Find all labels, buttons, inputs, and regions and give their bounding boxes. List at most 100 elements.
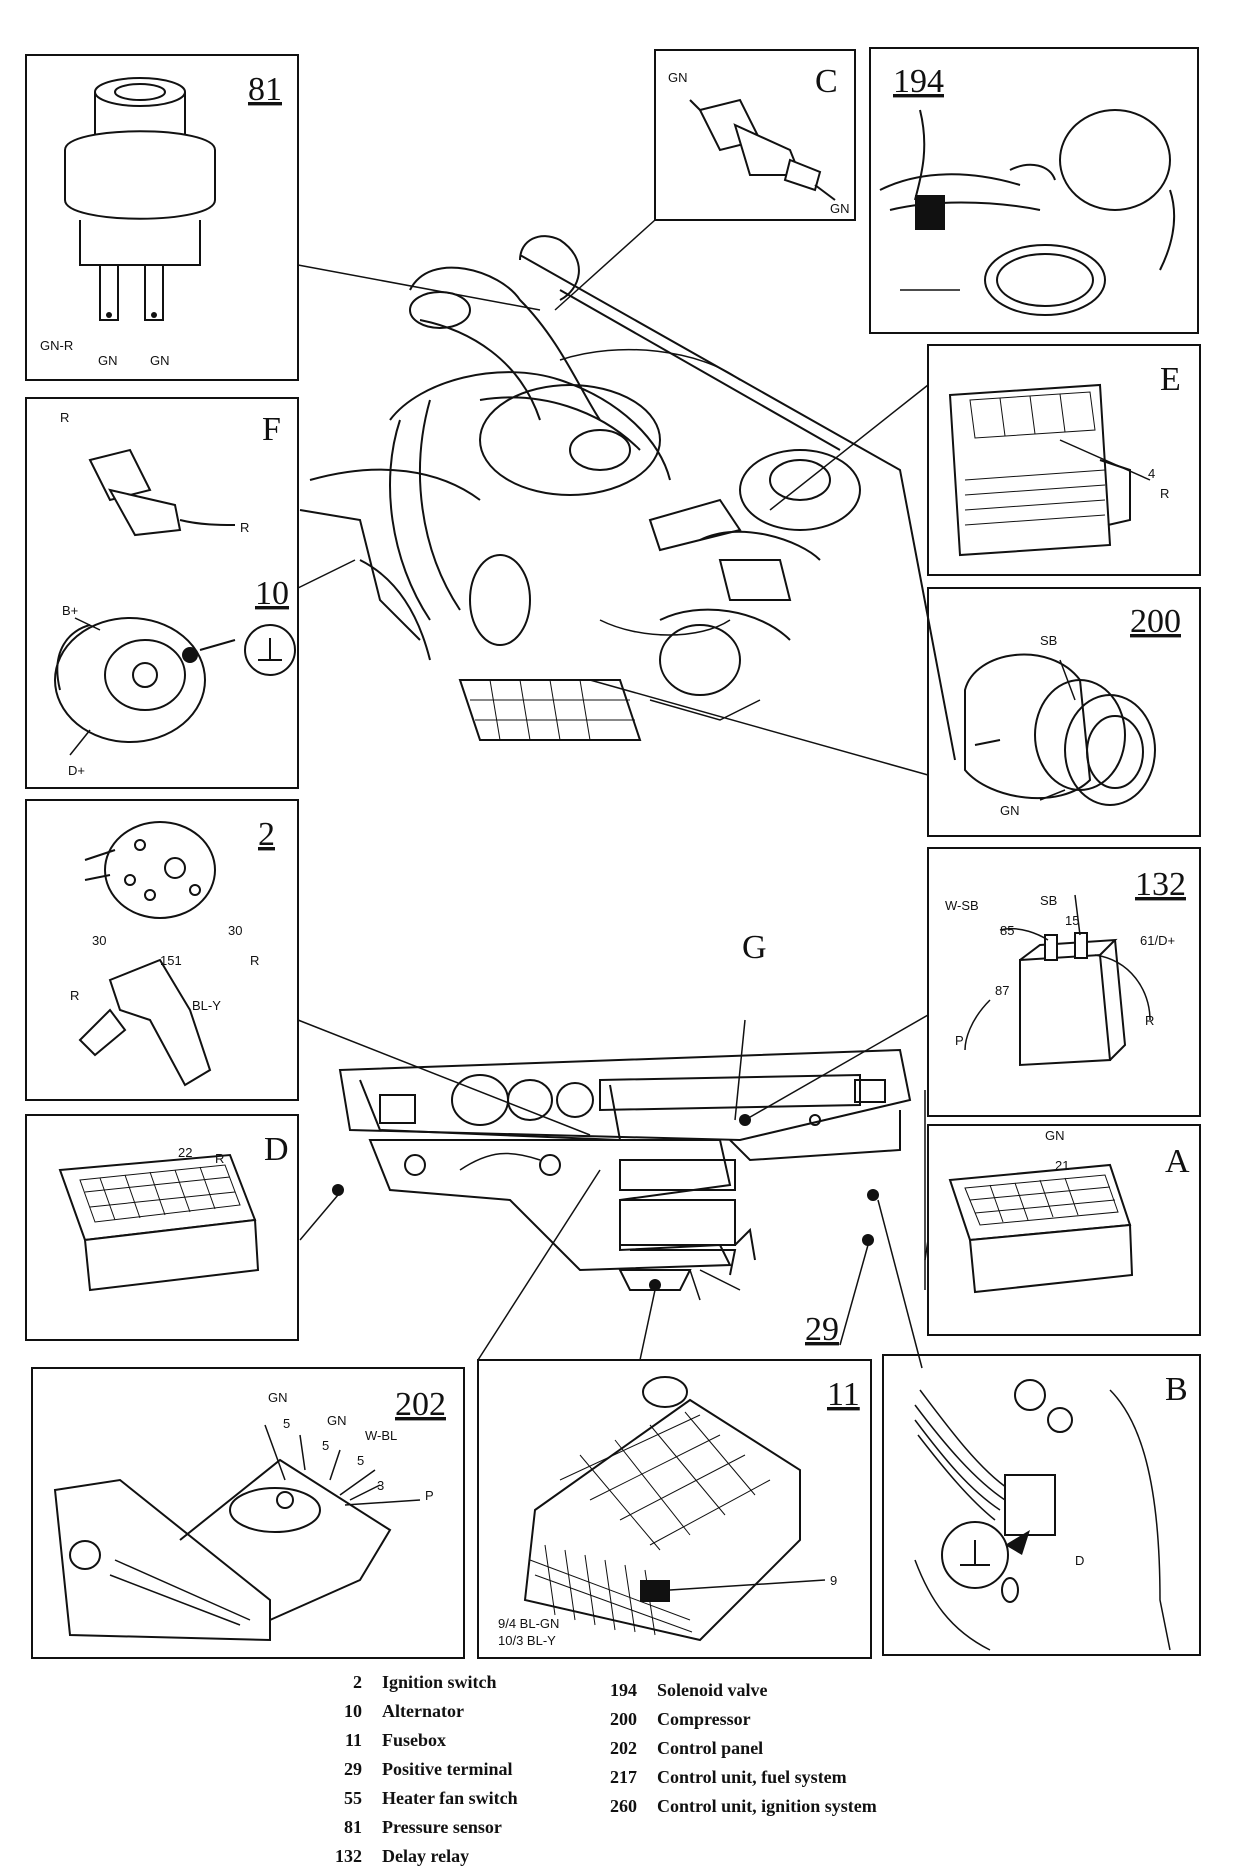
wire-label: P — [955, 1033, 964, 1048]
panel-132-id: 132 — [1135, 866, 1186, 903]
dashboard-illustration — [338, 1048, 912, 1301]
legend-label: Heater fan switch — [382, 1788, 518, 1808]
legend-number: 202 — [610, 1738, 637, 1758]
callout-29: 29 — [805, 1311, 839, 1348]
wire-label: 22 — [178, 1145, 192, 1160]
legend-number: 29 — [344, 1759, 362, 1779]
panel-2: 2 30 30 151 R R BL-Y — [25, 799, 299, 1101]
panel-d: D 22 R — [25, 1114, 299, 1341]
wire-label: 5 — [283, 1416, 290, 1431]
inline-connector-drawing — [689, 98, 836, 201]
legend-label: Delay relay — [382, 1846, 470, 1866]
wire-label: BL-Y — [192, 998, 221, 1013]
legend-number: 194 — [610, 1680, 637, 1700]
pressure-sensor-drawing — [64, 77, 216, 321]
panel-200-id: 200 — [1130, 603, 1181, 640]
wire-label: 15 — [1065, 913, 1079, 928]
legend-label: Compressor — [657, 1709, 751, 1729]
panel-2-id: 2 — [258, 816, 275, 853]
legend-label: Alternator — [382, 1701, 464, 1721]
wire-label: GN — [1000, 803, 1020, 818]
wire-label: GN — [327, 1413, 347, 1428]
wire-label: GN — [268, 1390, 288, 1405]
wire-label: 10/3 BL-Y — [498, 1633, 556, 1648]
panel-81-id: 81 — [248, 71, 282, 108]
legend-item: 200 Compressor — [585, 1705, 877, 1734]
panel-a-id: A — [1165, 1143, 1190, 1180]
callout-g: G — [742, 929, 767, 966]
panel-f-id: F — [262, 411, 281, 448]
wire-label: SB — [1040, 633, 1057, 648]
connector-drawing — [88, 448, 236, 537]
panel-11: 11 9 9/4 BL-GN 10/3 BL-Y — [477, 1359, 872, 1659]
panel-132: 132 SB 15 W-SB 85 61/D+ 87 P R — [927, 847, 1201, 1117]
wire-label: R — [1145, 1013, 1154, 1028]
legend-label: Control panel — [657, 1738, 764, 1758]
legend-number: 10 — [344, 1701, 362, 1721]
legend-number: 217 — [610, 1767, 637, 1787]
legend-number: 55 — [344, 1788, 362, 1808]
wire-label: GN — [830, 201, 850, 216]
control-panel-drawing — [53, 1424, 421, 1642]
wire-label: GN-R — [40, 338, 73, 353]
wire-label: 4 — [1148, 466, 1155, 481]
wire-label: B+ — [62, 603, 78, 618]
legend-number: 81 — [344, 1817, 362, 1837]
wire-label: R — [1160, 486, 1169, 501]
panel-f: F R R 10 B+ D+ — [25, 397, 299, 789]
wire-label: 5 — [357, 1453, 364, 1468]
solenoid-valve-drawing — [879, 109, 1176, 316]
legend-label: Control unit, ignition system — [657, 1796, 877, 1816]
leader-lines — [297, 219, 929, 1369]
wire-label: GN — [668, 70, 688, 85]
legend-label: Ignition switch — [382, 1672, 497, 1692]
positive-terminal-drawing — [914, 1379, 1171, 1651]
wire-label: R — [240, 520, 249, 535]
legend-number: 132 — [335, 1846, 362, 1866]
legend-number: 200 — [610, 1709, 637, 1729]
legend-label: Fusebox — [382, 1730, 447, 1750]
wire-label: GN — [98, 353, 118, 368]
wire-label: 85 — [1000, 923, 1014, 938]
wire-label: R — [215, 1151, 224, 1166]
wire-label: 30 — [228, 923, 242, 938]
wire-label: R — [60, 410, 69, 425]
wire-label: 87 — [995, 983, 1009, 998]
legend-item: 194 Solenoid valve — [585, 1676, 877, 1705]
wire-label: GN — [150, 353, 170, 368]
panel-11-id: 11 — [827, 1376, 860, 1413]
wire-label: P — [425, 1488, 434, 1503]
wire-label: 3 — [377, 1478, 384, 1493]
legend-item: 10 Alternator — [310, 1697, 518, 1726]
ignition-switch-drawing — [78, 821, 216, 1087]
panel-a: A GN 21 — [927, 1124, 1201, 1336]
legend-item: 132 Delay relay — [310, 1842, 518, 1871]
legend-label: Solenoid valve — [657, 1680, 768, 1700]
wire-label: GN — [1045, 1128, 1065, 1143]
panel-b-id: B — [1165, 1371, 1188, 1408]
panel-e: E 4 R — [927, 344, 1201, 576]
wire-label: W-SB — [945, 898, 979, 913]
relay-drawing — [964, 894, 1151, 1067]
panel-d-id: D — [264, 1131, 289, 1168]
panel-e-id: E — [1160, 361, 1181, 398]
wire-label: D — [1075, 1553, 1084, 1568]
legend-number: 11 — [344, 1730, 362, 1750]
wire-label: 151 — [160, 953, 182, 968]
compressor-drawing — [964, 653, 1156, 806]
legend-item: 55 Heater fan switch — [310, 1784, 518, 1813]
panel-202: 202 GN 5 5 GN W-BL 5 3 P — [31, 1367, 465, 1659]
wire-label: 9 — [830, 1573, 837, 1588]
wire-label: SB — [1040, 893, 1057, 908]
wire-label: R — [70, 988, 79, 1003]
panel-c-id: C — [815, 63, 838, 100]
fuse-connector-drawing — [58, 1153, 260, 1292]
